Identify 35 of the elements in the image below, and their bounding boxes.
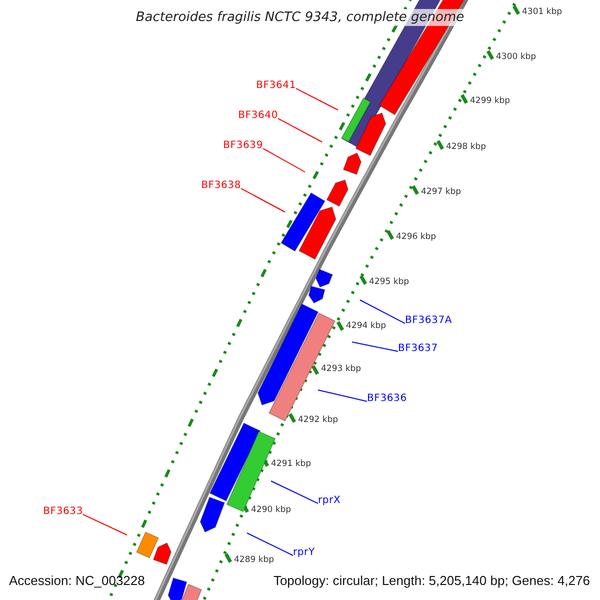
genome-info-text: Topology: circular; Length: 5,205,140 bp; Genes: 4,276 [273, 573, 590, 589]
gene-label: BF3638 [201, 180, 241, 192]
tick-label: 4290 kbp [251, 505, 292, 515]
leader-line [318, 390, 368, 402]
tick-label: 4295 kbp [369, 277, 410, 287]
tick-label: 4292 kbp [298, 415, 338, 425]
leader-line [270, 480, 318, 504]
tick-label: 4294 kbp [346, 321, 386, 331]
leader-line [240, 188, 286, 212]
tick-label: 4293 kbp [321, 364, 362, 374]
tick-label: 4296 kbp [396, 232, 436, 242]
leader-line [360, 300, 406, 324]
tick-label: 4298 kbp [446, 142, 486, 152]
tick-label: 4297 kbp [421, 187, 462, 197]
tick-label: 4291 kbp [271, 459, 312, 469]
leader-line [246, 532, 294, 556]
tick-label: 4299 kbp [470, 96, 510, 106]
gene-label: BF3639 [223, 140, 263, 152]
gene-label: BF3633 [43, 506, 83, 518]
accession-text: Accession: NC_003228 [9, 573, 145, 589]
tick-label: 4300 kbp [496, 52, 536, 62]
leader-line [82, 514, 128, 536]
gene-label: rprX [318, 495, 341, 507]
leader-line [296, 88, 338, 110]
tick-label: 4301 kbp [522, 7, 562, 17]
leader-line [278, 118, 322, 142]
tick-label: 4289 kbp [234, 555, 274, 565]
gene-label: BF3637A [405, 315, 452, 327]
gene-label: BF3637 [398, 343, 438, 355]
gene-label: rprY [293, 547, 315, 559]
leader-line [262, 148, 306, 172]
gene-label: BF3636 [367, 393, 407, 405]
gene-label: BF3640 [238, 110, 278, 122]
leader-line [352, 342, 398, 352]
gene-label: BF3641 [256, 80, 296, 92]
